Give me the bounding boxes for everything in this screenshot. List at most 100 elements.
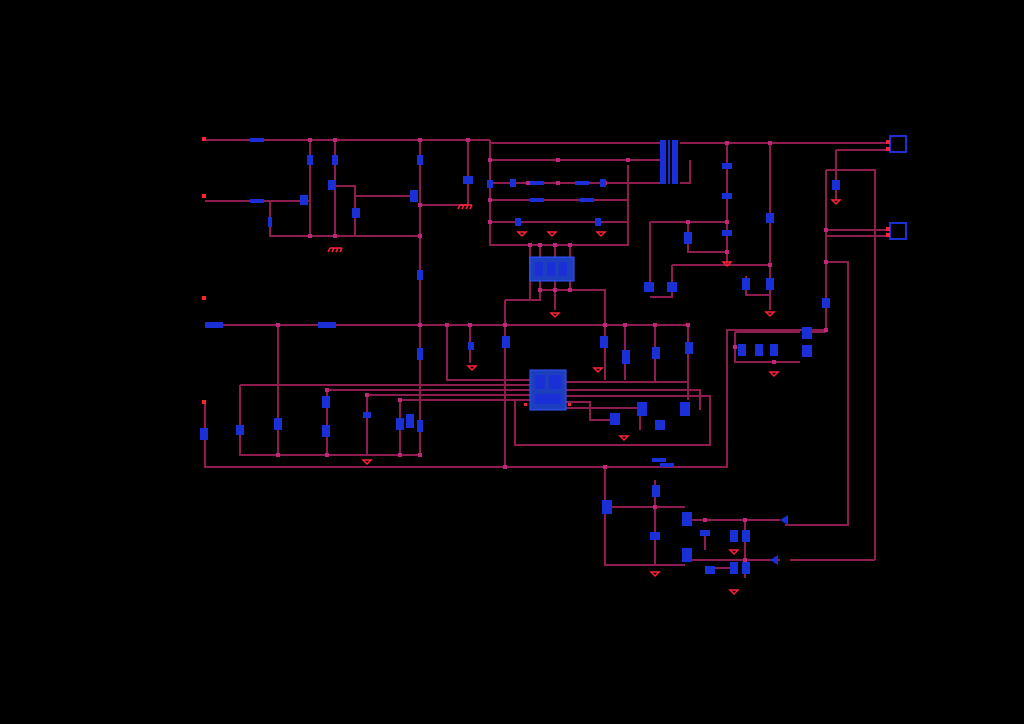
capacitor [722,163,732,169]
resistor [766,213,774,223]
wire [565,389,701,410]
capacitor [770,344,778,356]
junction-dot [743,518,747,522]
ic-pin-block [535,262,543,276]
junction-dot [325,453,329,457]
junction-dot [824,260,828,264]
wire [505,290,541,301]
capacitor [468,342,474,350]
junction-dot [418,453,422,457]
resistor [502,336,510,348]
capacitor [236,425,244,435]
wire [734,332,800,363]
junction-dot [623,323,627,327]
terminal-marker [568,403,571,406]
resistor [396,418,404,430]
terminal-marker [886,140,890,144]
capacitor [200,428,208,440]
ground-icon [721,261,733,268]
capacitor [650,532,660,540]
wire [650,265,673,298]
capacitor [722,230,732,236]
ground-icon [649,571,661,578]
diode [644,282,654,292]
junction-dot [725,250,729,254]
capacitor [610,413,620,425]
junction-dot [743,558,747,562]
resistor [318,322,336,328]
diode [770,555,778,565]
junction-dot [556,158,560,162]
components [200,135,907,574]
junction-dot [418,138,422,142]
terminal-marker [886,227,890,231]
junction-dot [603,323,607,327]
wire [565,401,620,421]
junction-dot [768,263,772,267]
resistor [580,198,594,202]
ground-icon [457,204,473,210]
capacitor [595,218,601,226]
junction-dot [333,138,337,142]
ic-pin-block [549,375,561,389]
wire [604,467,685,566]
junction-dot [365,393,369,397]
capacitor [742,530,750,542]
junction-dot [686,220,690,224]
capacitor [742,562,750,574]
transistor [602,500,612,514]
wire [420,140,469,206]
transistor [682,512,692,526]
wire [680,160,691,184]
ground-icon [361,459,373,466]
wire [269,201,420,237]
diode [684,232,692,244]
ground-icon [728,549,740,556]
junction-dot [768,141,772,145]
resistor [274,418,282,430]
ground-icon [327,247,343,253]
junction-dot [398,398,402,402]
capacitor [700,530,710,536]
diode [780,515,788,525]
ground-icon [516,231,528,238]
ground-icon [768,371,780,378]
ground-icon [728,589,740,596]
capacitor [655,420,665,430]
ground-icon [830,199,842,206]
transistor [328,180,336,190]
junction-dot [308,234,312,238]
resistor [575,181,589,185]
resistor [530,181,544,185]
wire [335,185,356,236]
resistor [652,347,660,359]
transistor [802,345,812,357]
junction-dot [488,158,492,162]
resistor [685,342,693,354]
wire [446,325,530,381]
junction-dot [725,141,729,145]
capacitor [510,179,516,187]
capacitor [755,344,763,356]
junction-dot [772,360,776,364]
junction-dot [468,323,472,327]
resistor [205,322,223,328]
ground-icon [549,312,561,319]
junction-dot [603,465,607,469]
transistor [410,190,418,202]
ic-pin-block [547,262,555,276]
capacitor [730,530,738,542]
ground-icon [764,311,776,318]
resistor [250,138,264,142]
resistor [417,270,423,280]
junction-dot [526,181,530,185]
wire [514,395,711,446]
terminal-marker [202,194,206,198]
junctions [276,138,828,562]
ic-pin-block [535,394,561,404]
capacitor [766,278,774,290]
junction-dot [418,203,422,207]
transistor [682,548,692,562]
junction-dot [466,138,470,142]
